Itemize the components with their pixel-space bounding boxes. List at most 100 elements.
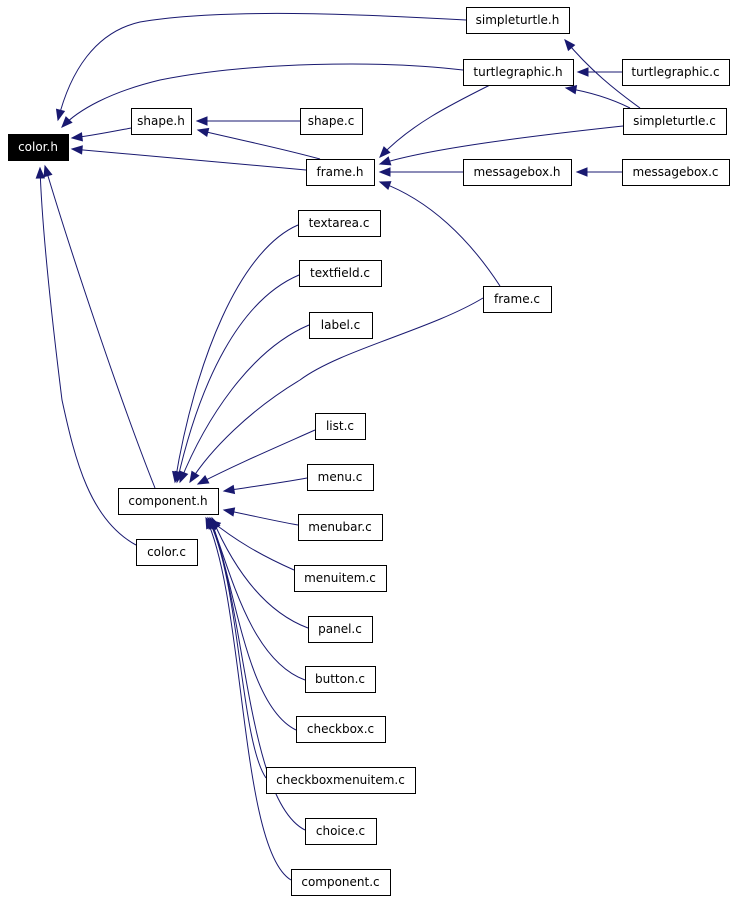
arrowhead bbox=[55, 108, 66, 122]
edge-line bbox=[223, 509, 299, 526]
node-menuitem-c[interactable]: menuitem.c bbox=[294, 565, 387, 592]
edge-line bbox=[223, 477, 308, 492]
arrowhead bbox=[205, 516, 215, 530]
arrowhead bbox=[35, 166, 46, 179]
edge-label-c-to-component-h bbox=[179, 324, 310, 484]
edge-line bbox=[209, 519, 295, 571]
node-box bbox=[294, 565, 387, 592]
node-box bbox=[315, 413, 366, 440]
edge-component-c-to-component-h bbox=[205, 516, 292, 881]
node-label: color.h bbox=[18, 140, 58, 154]
arrowhead bbox=[70, 132, 83, 142]
node-textfield-c[interactable]: textfield.c bbox=[299, 260, 382, 287]
node-label: label.c bbox=[321, 318, 360, 332]
edge-button-c-to-component-h bbox=[209, 516, 306, 681]
edge-shape-c-to-shape-h bbox=[195, 116, 300, 126]
node-label: simpleturtle.h bbox=[476, 13, 560, 27]
node-frame-h[interactable]: frame.h bbox=[306, 159, 375, 186]
node-label: menubar.c bbox=[308, 520, 372, 534]
edge-frame-h-to-color-h bbox=[70, 145, 307, 171]
node-menubar-c[interactable]: menubar.c bbox=[298, 514, 383, 541]
node-box bbox=[308, 616, 373, 643]
node-box bbox=[483, 286, 552, 313]
node-label-c[interactable]: label.c bbox=[309, 312, 373, 339]
edge-line bbox=[207, 517, 267, 779]
edge-line bbox=[379, 84, 491, 158]
node-box bbox=[8, 134, 69, 161]
node-box bbox=[305, 666, 376, 693]
node-shape-c[interactable]: shape.c bbox=[300, 108, 363, 135]
node-label: shape.c bbox=[308, 114, 355, 128]
node-color-c[interactable]: color.c bbox=[136, 539, 198, 566]
node-label: checkbox.c bbox=[307, 722, 374, 736]
node-menu-c[interactable]: menu.c bbox=[307, 464, 374, 491]
node-label: messagebox.h bbox=[473, 165, 560, 179]
node-box bbox=[306, 159, 375, 186]
node-messagebox-h[interactable]: messagebox.h bbox=[463, 159, 572, 186]
node-choice-c[interactable]: choice.c bbox=[305, 818, 377, 845]
node-checkboxmenuitem-c[interactable]: checkboxmenuitem.c bbox=[266, 767, 416, 794]
arrowhead bbox=[564, 85, 578, 95]
arrowhead bbox=[564, 38, 576, 52]
node-box bbox=[291, 869, 391, 896]
edges-layer bbox=[35, 12, 641, 881]
node-list-c[interactable]: list.c bbox=[315, 413, 366, 440]
node-component-h[interactable]: component.h bbox=[118, 488, 219, 515]
node-label: menu.c bbox=[318, 470, 363, 484]
arrowhead bbox=[379, 146, 391, 158]
node-color-h[interactable]: color.h bbox=[8, 134, 69, 161]
node-textarea-c[interactable]: textarea.c bbox=[298, 210, 381, 237]
node-messagebox-c[interactable]: messagebox.c bbox=[622, 159, 730, 186]
node-box bbox=[298, 514, 383, 541]
node-label: menuitem.c bbox=[304, 571, 376, 585]
edge-simpleturtle-h-to-color-h bbox=[55, 12, 467, 122]
node-turtlegraphic-h[interactable]: turtlegraphic.h bbox=[463, 59, 574, 86]
node-box bbox=[118, 488, 219, 515]
node-label: shape.h bbox=[137, 114, 185, 128]
edge-simpleturtle-c-to-turtlegraphic-h bbox=[564, 85, 631, 109]
edge-line bbox=[211, 517, 309, 629]
arrowhead bbox=[70, 145, 83, 155]
edge-line bbox=[44, 165, 156, 489]
node-box bbox=[622, 159, 730, 186]
edge-menuitem-c-to-component-h bbox=[208, 519, 295, 571]
edge-shape-h-to-color-h bbox=[70, 127, 132, 142]
node-simpleturtle-h[interactable]: simpleturtle.h bbox=[466, 7, 570, 34]
node-box bbox=[305, 818, 377, 845]
arrowhead bbox=[222, 484, 236, 495]
node-turtlegraphic-c[interactable]: turtlegraphic.c bbox=[622, 59, 730, 86]
arrowhead bbox=[196, 474, 210, 485]
node-simpleturtle-c[interactable]: simpleturtle.c bbox=[623, 108, 727, 135]
node-component-c[interactable]: component.c bbox=[291, 869, 391, 896]
edge-turtlegraphic-h-to-frame-h bbox=[379, 84, 491, 158]
node-label: simpleturtle.c bbox=[633, 114, 716, 128]
node-label: component.h bbox=[128, 494, 207, 508]
edge-line bbox=[379, 125, 624, 165]
node-box bbox=[463, 59, 574, 86]
node-box bbox=[298, 210, 381, 237]
edge-messagebox-h-to-frame-h bbox=[378, 167, 463, 177]
arrowhead bbox=[61, 116, 73, 128]
node-box bbox=[307, 464, 374, 491]
node-label: turtlegraphic.h bbox=[473, 65, 562, 79]
node-panel-c[interactable]: panel.c bbox=[308, 616, 373, 643]
edge-color-c-to-color-h bbox=[35, 166, 137, 546]
node-button-c[interactable]: button.c bbox=[305, 666, 376, 693]
nodes-layer: color.h simpleturtle.h turtlegraphic.h turt… bbox=[8, 7, 730, 896]
arrowhead bbox=[378, 181, 392, 191]
arrowhead bbox=[196, 127, 210, 138]
node-checkbox-c[interactable]: checkbox.c bbox=[296, 716, 386, 743]
node-frame-c[interactable]: frame.c bbox=[483, 286, 552, 313]
node-box bbox=[299, 260, 382, 287]
arrowhead bbox=[189, 470, 200, 484]
node-label: frame.c bbox=[494, 292, 540, 306]
edge-frame-h-to-shape-h bbox=[196, 127, 321, 160]
edge-line bbox=[205, 517, 292, 881]
edge-simpleturtle-c-to-simpleturtle-h bbox=[564, 38, 641, 109]
node-label: list.c bbox=[326, 419, 354, 433]
node-shape-h[interactable]: shape.h bbox=[131, 108, 192, 135]
node-label: messagebox.c bbox=[632, 165, 718, 179]
node-box bbox=[300, 108, 363, 135]
edge-menu-c-to-component-h bbox=[222, 477, 308, 495]
